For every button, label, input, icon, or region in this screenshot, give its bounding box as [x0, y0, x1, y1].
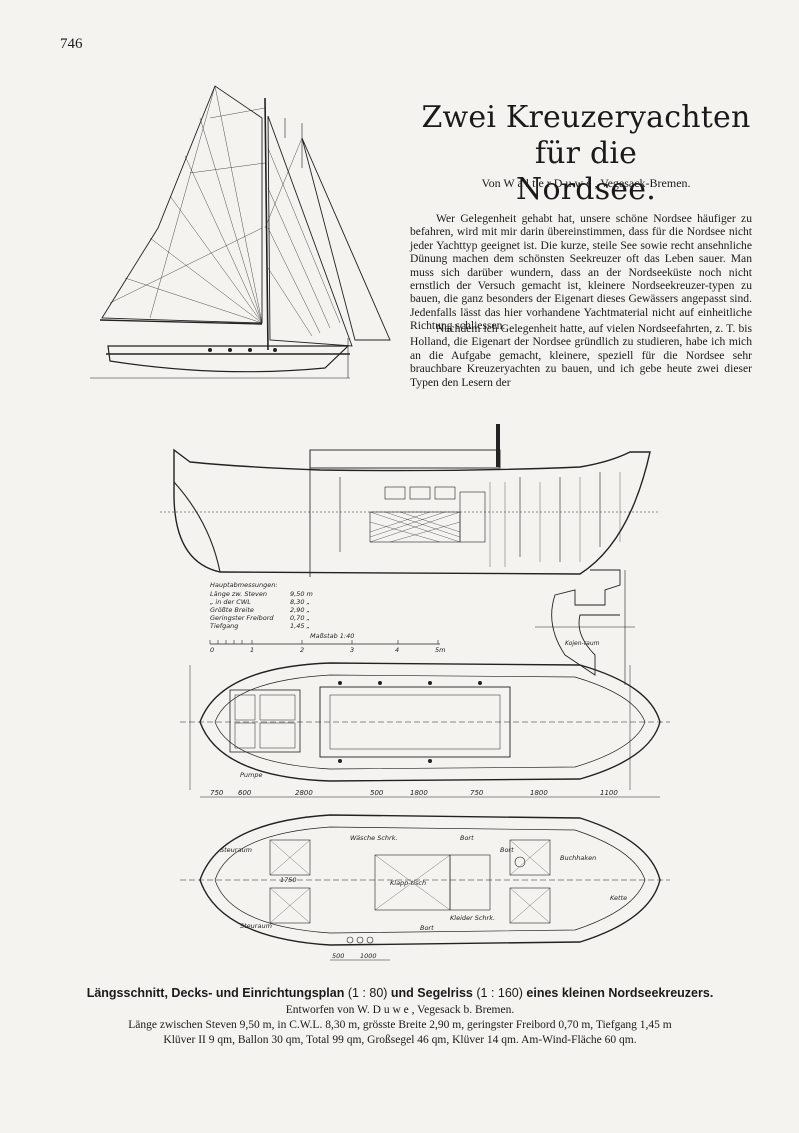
dim-1750: 1750	[280, 876, 297, 884]
room-waesche: Wäsche Schrk.	[350, 834, 398, 842]
deck-dim-8: 1100	[600, 789, 618, 797]
accommodation-plan-drawing: Steuraum Steuraum Klapp-tisch Wäsche Sch…	[180, 814, 670, 961]
dim-label-2: „ in der CWL	[210, 598, 251, 606]
dim-value-4: 0,70 „	[290, 614, 310, 622]
page-number: 746	[60, 36, 83, 52]
dim-value-2: 8,30 „	[290, 598, 310, 606]
room-bort-2: Bort	[500, 846, 514, 854]
dim-value-5: 1,45 „	[290, 622, 310, 630]
kojenraum-label: Kojen-raum	[565, 640, 600, 647]
room-kette: Kette	[610, 894, 627, 902]
paragraph-1: Wer Gelegenheit gehabt hat, unsere schön…	[410, 212, 752, 333]
paragraph-2: Nachdem ich Gelegenheit hatte, auf viele…	[410, 322, 752, 389]
room-steuraum-bottom: Steuraum	[240, 922, 272, 930]
room-steuraum-top: Steuraum	[220, 846, 252, 854]
deck-dim-4: 500	[370, 789, 384, 797]
dim-value-3: 2,90 „	[290, 606, 310, 614]
room-klapptisch: Klapp-tisch	[390, 879, 426, 887]
dim-label-4: Geringster Freibord	[210, 614, 274, 622]
caption-bold-1: Längsschnitt, Decks- und Einrichtungspla…	[86, 986, 345, 1000]
deck-dim-1: 750	[210, 789, 224, 797]
deck-plan-drawing: Pumpe 750 600 2800 500 1800 750 1800 110…	[180, 662, 670, 798]
caption-bold-3: eines kleinen Nordseekreuzers.	[526, 986, 714, 1000]
scale-tick-0: 0	[210, 646, 214, 654]
room-buchhaken: Buchhaken	[560, 854, 596, 862]
scale-tick-5: 5m	[435, 646, 445, 654]
caption-line-1: Längsschnitt, Decks- und Einrichtungspla…	[60, 986, 740, 1000]
caption-line-2: Entworfen von W. D u w e , Vegesack b. B…	[285, 1004, 515, 1016]
longitudinal-section-drawing: Hauptabmessungen: Länge zw. Steven 9,50 …	[160, 424, 660, 654]
room-bort-3: Bort	[420, 924, 434, 932]
caption-bold-2: und Segelriss	[390, 986, 473, 1000]
scale-label: Maßstab 1:40	[310, 632, 354, 640]
dim-label-5: Tiefgang	[210, 622, 238, 630]
dim-1000: 1000	[360, 952, 377, 960]
title-line-2: Nordsee.	[516, 172, 656, 207]
byline: Von W a l t e r D u w e , Vegesack-Breme…	[481, 176, 691, 190]
scale-tick-3: 3	[350, 646, 354, 654]
scale-tick-4: 4	[395, 646, 399, 654]
deck-dim-7: 1800	[530, 789, 548, 797]
deck-dim-5: 1800	[410, 789, 428, 797]
deck-dim-2: 600	[238, 789, 252, 797]
room-kleider: Kleider Schrk.	[450, 914, 495, 922]
deck-dim-3: 2800	[295, 789, 313, 797]
caption-scale-1: (1 : 80)	[344, 986, 391, 1000]
room-bort-1: Bort	[460, 834, 474, 842]
sail-plan-drawing	[90, 85, 391, 379]
dim-label-1: Länge zw. Steven	[210, 590, 267, 598]
cross-section-detail-drawing: Kojen-raum	[535, 569, 635, 685]
caption-scale-2: (1 : 160)	[472, 986, 527, 1000]
title-line-1: Zwei Kreuzeryachten für die	[421, 100, 751, 171]
dim-label-3: Größte Breite	[210, 606, 254, 614]
scale-tick-1: 1	[250, 646, 254, 654]
dims-title: Hauptabmessungen:	[210, 581, 278, 589]
scale-tick-2: 2	[300, 646, 304, 654]
dim-500: 500	[332, 952, 344, 960]
article-title: Zwei Kreuzeryachten für die Nordsee.	[416, 100, 756, 208]
dim-value-1: 9,50 m	[290, 590, 313, 598]
caption-line-3: Länge zwischen Steven 9,50 m, in C.W.L. …	[128, 1019, 672, 1031]
caption-line-4: Klüver II 9 qm, Ballon 30 qm, Total 99 q…	[163, 1034, 637, 1046]
pumpe-label: Pumpe	[240, 771, 263, 779]
deck-dim-6: 750	[470, 789, 484, 797]
